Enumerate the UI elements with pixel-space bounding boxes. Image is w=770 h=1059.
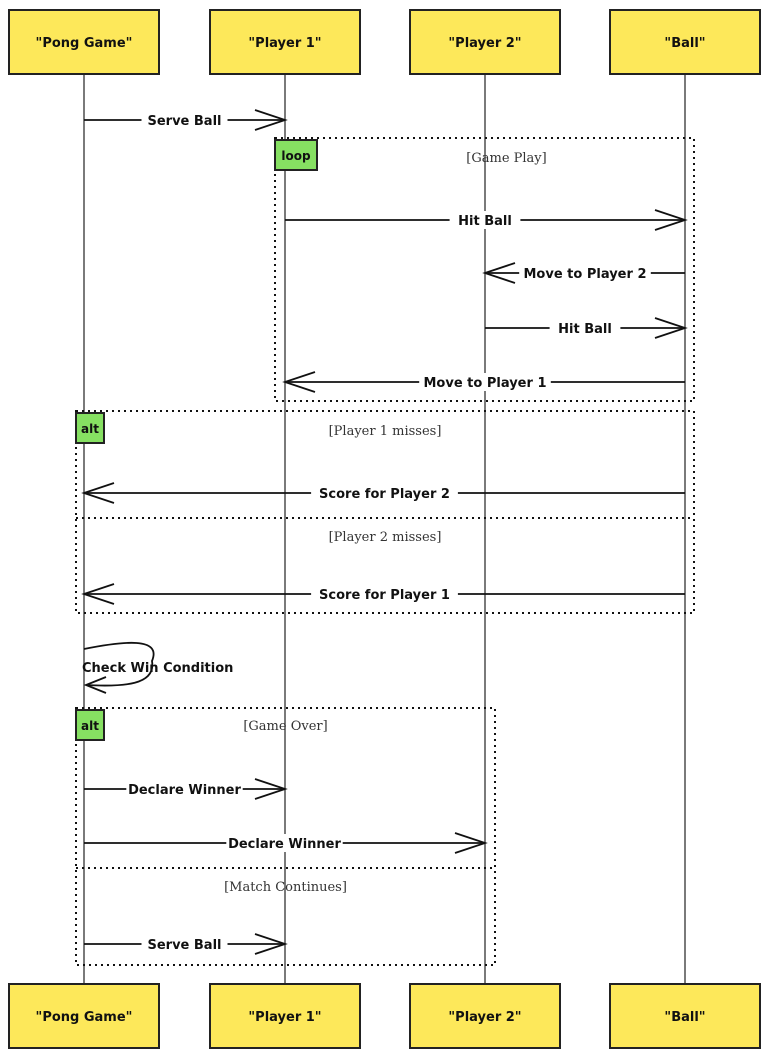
participant-p1-bottom: "Player 1" (209, 983, 361, 1049)
fragment-tag-box (274, 139, 318, 171)
message-7: Score for Player 1 (81, 583, 685, 605)
participant-p2-bottom: "Player 2" (409, 983, 561, 1049)
message-label: Declare Winner (128, 783, 241, 798)
fragment-condition: [Game Play] (466, 151, 546, 166)
message-label: Serve Ball (147, 938, 221, 953)
message-11: Serve Ball (84, 933, 288, 955)
message-10: Declare Winner (84, 832, 488, 854)
arrowhead (454, 832, 488, 854)
participant-game-bottom: "Pong Game" (8, 983, 160, 1049)
participant-box (609, 983, 761, 1049)
participant-box (409, 983, 561, 1049)
message-label: Score for Player 2 (319, 487, 450, 502)
participant-box (409, 9, 561, 75)
fragment-border (75, 410, 695, 614)
message-label-background (449, 211, 521, 229)
fragment-tag-alt: alt (81, 422, 99, 436)
message-label: Check Win Condition (82, 661, 233, 676)
message-label: Declare Winner (228, 837, 341, 852)
arrowhead (83, 676, 107, 694)
message-label-background (141, 111, 228, 129)
fragment-tag-box (75, 412, 105, 444)
participant-label: "Player 1" (248, 1010, 321, 1025)
fragment-loop-1: loop [Game Play] (274, 137, 695, 402)
message-1: Serve Ball (84, 109, 288, 131)
message-label: Move to Player 2 (524, 267, 647, 282)
participant-label: "Ball" (664, 36, 705, 51)
participant-box (609, 9, 761, 75)
fragment-tag-loop: loop (281, 149, 311, 163)
message-3: Move to Player 2 (482, 262, 685, 284)
participant-p2-top: "Player 2" (409, 9, 561, 75)
participant-game-top: "Pong Game" (8, 9, 160, 75)
message-2: Hit Ball (285, 209, 688, 231)
fragment-alt-3: alt [Game Over] [Match Continues] (75, 707, 496, 966)
arrowhead (254, 778, 288, 800)
message-label-background (126, 780, 243, 798)
participant-label: "Player 1" (248, 36, 321, 51)
arrowhead (254, 109, 288, 131)
participant-label: "Ball" (664, 1010, 705, 1025)
message-5: Move to Player 1 (282, 371, 685, 393)
fragment-condition: [Game Over] (243, 719, 327, 734)
message-label-background (311, 484, 458, 502)
message-9: Declare Winner (84, 778, 288, 800)
arrowhead (282, 371, 316, 393)
arrowhead (81, 482, 115, 504)
participant-label: "Pong Game" (36, 1010, 133, 1025)
message-label: Score for Player 1 (319, 588, 450, 603)
fragment-condition: [Player 1 misses] (329, 424, 442, 439)
arrowhead (654, 317, 688, 339)
message-label: Serve Ball (147, 114, 221, 129)
message-label: Move to Player 1 (424, 376, 547, 391)
message-label-background (549, 319, 621, 337)
fragment-alt-2: alt [Player 1 misses] [Player 2 misses] (75, 410, 695, 614)
participant-label: "Player 2" (448, 36, 521, 51)
arrowhead (482, 262, 516, 284)
participant-box (8, 983, 160, 1049)
fragment-condition: [Match Continues] (224, 880, 347, 895)
fragment-border (75, 707, 496, 966)
arrowhead (254, 933, 288, 955)
fragment-tag-alt: alt (81, 719, 99, 733)
message-label: Hit Ball (558, 322, 612, 337)
message-label-background (519, 264, 651, 282)
message-label: Hit Ball (458, 214, 512, 229)
message-label-background (311, 585, 458, 603)
participant-p1-top: "Player 1" (209, 9, 361, 75)
participant-ball-bottom: "Ball" (609, 983, 761, 1049)
arrowhead (654, 209, 688, 231)
participant-ball-top: "Ball" (609, 9, 761, 75)
arrowhead (81, 583, 115, 605)
fragment-tag-box (75, 709, 105, 741)
participant-label: "Player 2" (448, 1010, 521, 1025)
message-label-background (141, 935, 228, 953)
message-4: Hit Ball (485, 317, 688, 339)
fragment-condition: [Player 2 misses] (329, 530, 442, 545)
message-6: Score for Player 2 (81, 482, 685, 504)
message-label-background (419, 373, 551, 391)
participant-box (8, 9, 160, 75)
message-8: Check Win Condition (82, 641, 233, 694)
self-message-arrow (83, 641, 155, 687)
participant-label: "Pong Game" (36, 36, 133, 51)
participant-box (209, 983, 361, 1049)
message-label-background (226, 834, 343, 852)
participant-box (209, 9, 361, 75)
